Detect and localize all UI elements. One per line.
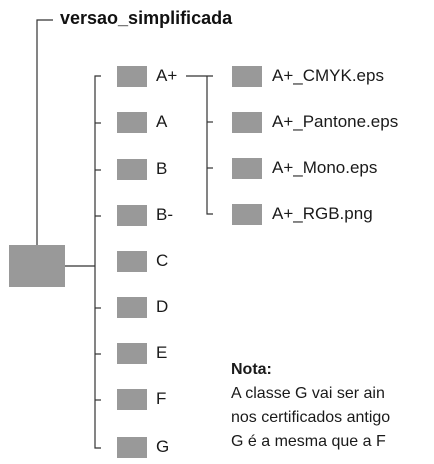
folder-icon: [232, 158, 262, 179]
file-label-rgb: A+_RGB.png: [272, 204, 373, 223]
folder-icon: [232, 112, 262, 133]
class-label-f: F: [156, 389, 167, 408]
file-branch-ticks: [207, 121, 213, 169]
files-bracket: [186, 75, 213, 215]
classes-bracket: [94, 75, 101, 449]
folder-icon: [117, 437, 147, 458]
class-folders: [117, 66, 147, 458]
note-line: nos certificados antigo: [231, 409, 391, 426]
root-folder-icon: [9, 245, 65, 287]
note-box: Nota: A classe G vai ser ain nos certifi…: [231, 358, 434, 454]
folder-icon: [117, 205, 147, 226]
file-label-pantone: A+_Pantone.eps: [272, 112, 399, 131]
folder-icon: [117, 251, 147, 272]
folder-icon: [232, 66, 262, 87]
folder-icon: [117, 159, 147, 180]
class-label-c: C: [156, 251, 169, 270]
note-title: Nota:: [231, 361, 272, 378]
class-branch-ticks: [95, 122, 101, 401]
file-label-cmyk: A+_CMYK.eps: [272, 66, 384, 85]
file-folders: [232, 66, 262, 225]
class-label-b: B: [156, 159, 168, 178]
folder-icon: [117, 112, 147, 133]
file-label-mono: A+_Mono.eps: [272, 158, 378, 177]
note-line: A classe G vai ser ain: [231, 385, 385, 402]
folder-icon: [117, 343, 147, 364]
root-connector: [36, 19, 53, 245]
class-label-a-plus: A+: [156, 66, 178, 85]
root-folder-label: versao_simplificada: [60, 8, 233, 28]
folder-icon: [117, 66, 147, 87]
folder-icon: [232, 204, 262, 225]
class-label-e: E: [156, 343, 168, 362]
class-label-g: G: [156, 437, 170, 456]
folder-icon: [117, 389, 147, 410]
class-label-b-minus: B-: [156, 205, 173, 224]
folder-icon: [117, 297, 147, 318]
note-line: G é a mesma que a F: [231, 433, 386, 450]
class-label-a: A: [156, 112, 168, 131]
class-label-d: D: [156, 297, 169, 316]
